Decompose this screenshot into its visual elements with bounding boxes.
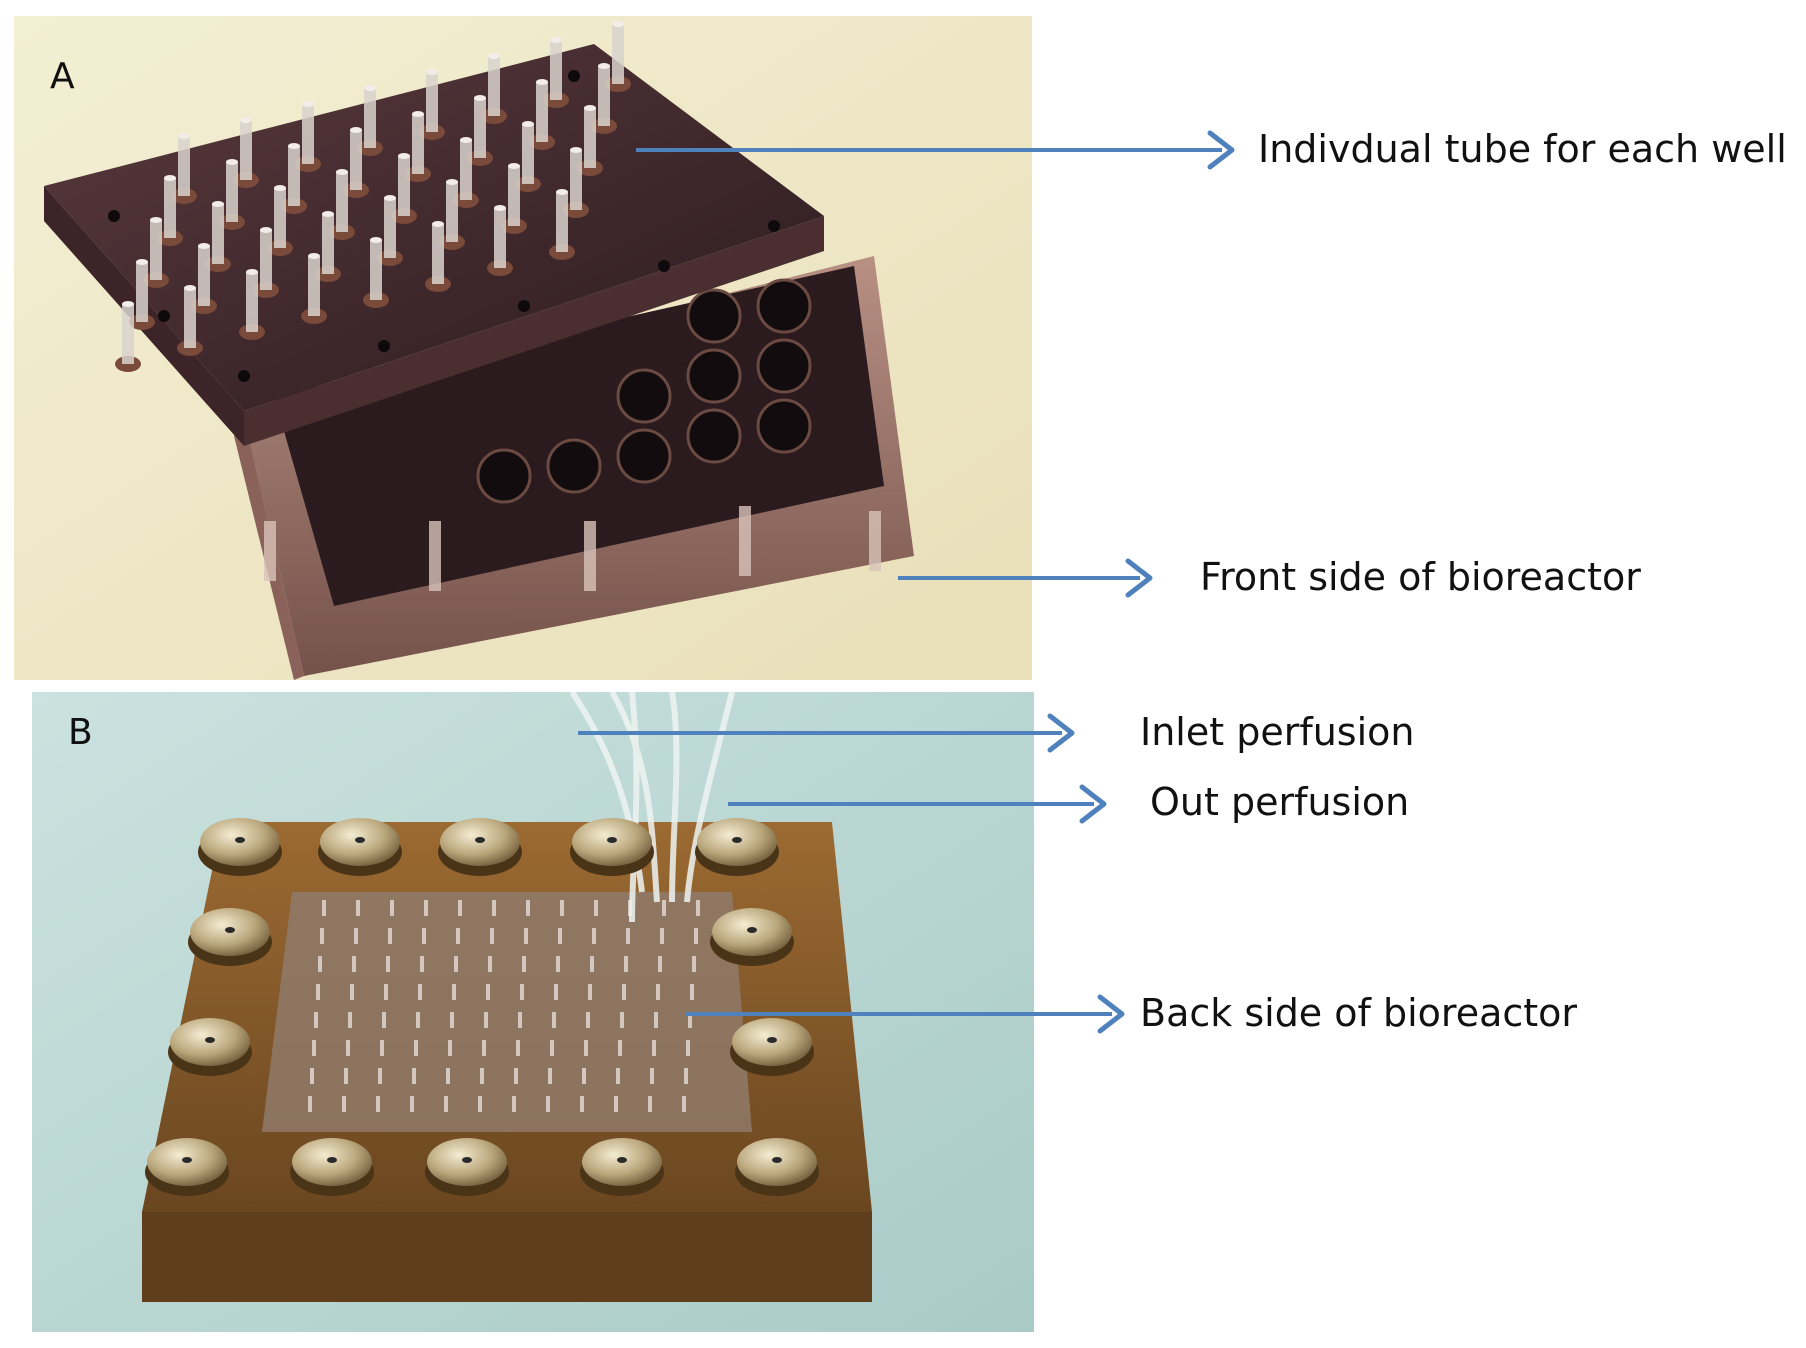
screw-nuts (145, 818, 819, 1196)
label-out-perfusion: Out perfusion (1150, 780, 1410, 824)
bioreactor-back-photo (32, 692, 1034, 1332)
label-back-side: Back side of bioreactor (1140, 991, 1578, 1035)
bioreactor-front-photo (14, 16, 1032, 680)
tube-array (115, 21, 631, 372)
label-individual-tube: Indivdual tube for each well (1258, 127, 1787, 171)
photo-panel-b: B (32, 692, 1034, 1332)
panel-label-b: B (68, 712, 93, 753)
photo-panel-a: A (14, 16, 1032, 680)
label-inlet-perfusion: Inlet perfusion (1140, 710, 1415, 754)
pin-grid (308, 900, 700, 1112)
panel-label-a: A (50, 56, 75, 97)
label-front-side: Front side of bioreactor (1200, 555, 1641, 599)
